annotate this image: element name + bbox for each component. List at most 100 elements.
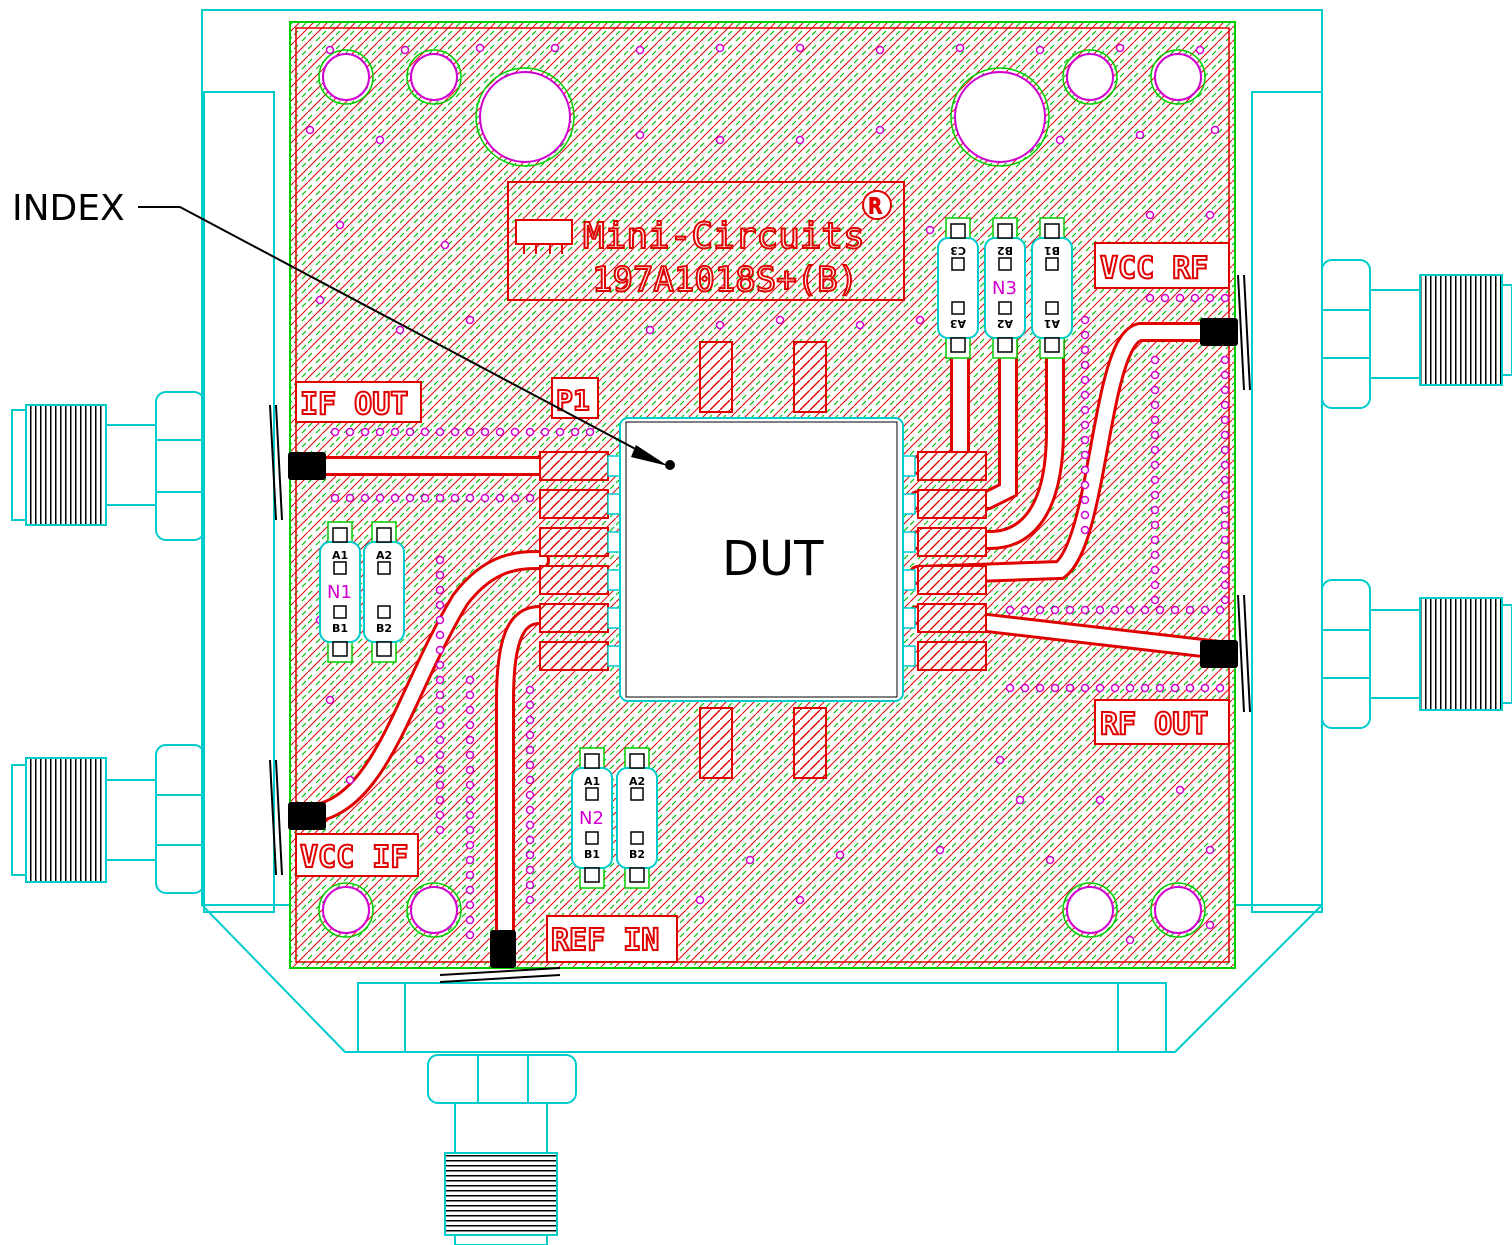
via: [1035, 605, 1045, 615]
pad-label: B2: [629, 848, 645, 861]
via: [465, 825, 475, 835]
via: [345, 427, 355, 437]
via: [695, 895, 705, 905]
via: [435, 630, 445, 640]
via: [1020, 605, 1030, 615]
registered-mark-icon: [862, 190, 892, 220]
sma-connector-if-out[interactable]: [11, 391, 205, 541]
via: [510, 493, 520, 503]
via: [1205, 920, 1215, 930]
via: [465, 690, 475, 700]
via: [1205, 210, 1215, 220]
via: [525, 805, 535, 815]
via: [435, 600, 445, 610]
via: [1150, 385, 1160, 395]
rf-traces: [290, 322, 1230, 960]
via: [1080, 375, 1090, 385]
via: [1080, 390, 1090, 400]
pad-label: A1: [332, 549, 348, 562]
via: [495, 427, 505, 437]
via: [1080, 405, 1090, 415]
via: [1185, 605, 1195, 615]
via: [1080, 465, 1090, 475]
via: [1035, 45, 1045, 55]
mounting-holes: [322, 53, 1202, 934]
via: [495, 493, 505, 503]
pad: [539, 641, 609, 671]
via: [1150, 550, 1160, 560]
via: [525, 685, 535, 695]
via: [715, 43, 725, 53]
via: [1125, 683, 1135, 693]
via: [465, 735, 475, 745]
via: [1150, 595, 1160, 605]
via: [420, 493, 430, 503]
pad: [917, 565, 987, 595]
via: [465, 930, 475, 940]
via: [435, 427, 445, 437]
pad: [917, 603, 987, 633]
via: [1080, 510, 1090, 520]
network-name: N3: [992, 278, 1017, 299]
via: [955, 43, 965, 53]
via: [465, 675, 475, 685]
via: [1125, 605, 1135, 615]
aux-pads: [699, 341, 827, 779]
via: [1160, 293, 1170, 303]
dut-label: DUT: [722, 531, 824, 587]
via: [510, 427, 520, 437]
via: [1080, 435, 1090, 445]
via: [1220, 475, 1230, 485]
label-ref-in: REF IN: [551, 923, 659, 958]
via: [555, 427, 565, 437]
sma-connector-rf-out[interactable]: [1321, 579, 1512, 729]
via: [415, 755, 425, 765]
via: [525, 775, 535, 785]
sma-connector-vcc-if[interactable]: [11, 744, 205, 894]
via: [635, 130, 645, 140]
via: [1155, 683, 1165, 693]
via: [360, 493, 370, 503]
via: [1215, 683, 1225, 693]
via: [1080, 345, 1090, 355]
via: [375, 135, 385, 145]
pad-label: B2: [997, 244, 1013, 257]
via: [1220, 535, 1230, 545]
via: [1210, 125, 1220, 135]
via: [435, 570, 445, 580]
via: [1220, 355, 1230, 365]
sma-connector-vcc-rf[interactable]: [1321, 259, 1512, 409]
via: [405, 493, 415, 503]
via: [1080, 330, 1090, 340]
via: [435, 780, 445, 790]
via: [480, 427, 490, 437]
via: [1150, 415, 1160, 425]
via: [1110, 683, 1120, 693]
via: [325, 695, 335, 705]
via: [1195, 45, 1205, 55]
dut-package[interactable]: DUT: [619, 417, 904, 702]
via: [330, 427, 340, 437]
via: [360, 427, 370, 437]
via: [1215, 605, 1225, 615]
index-arrowhead-icon: [631, 445, 668, 466]
label-if-out: IF OUT: [300, 387, 408, 422]
via: [1175, 785, 1185, 795]
via: [1155, 605, 1165, 615]
sma-connector-ref-in[interactable]: [427, 1054, 577, 1245]
via: [1095, 795, 1105, 805]
via: [1220, 385, 1230, 395]
via: [915, 315, 925, 325]
via: [1150, 445, 1160, 455]
via: [525, 730, 535, 740]
via: [1140, 605, 1150, 615]
via: [935, 845, 945, 855]
via: [635, 45, 645, 55]
via: [480, 493, 490, 503]
via: [465, 885, 475, 895]
via: [1080, 605, 1090, 615]
